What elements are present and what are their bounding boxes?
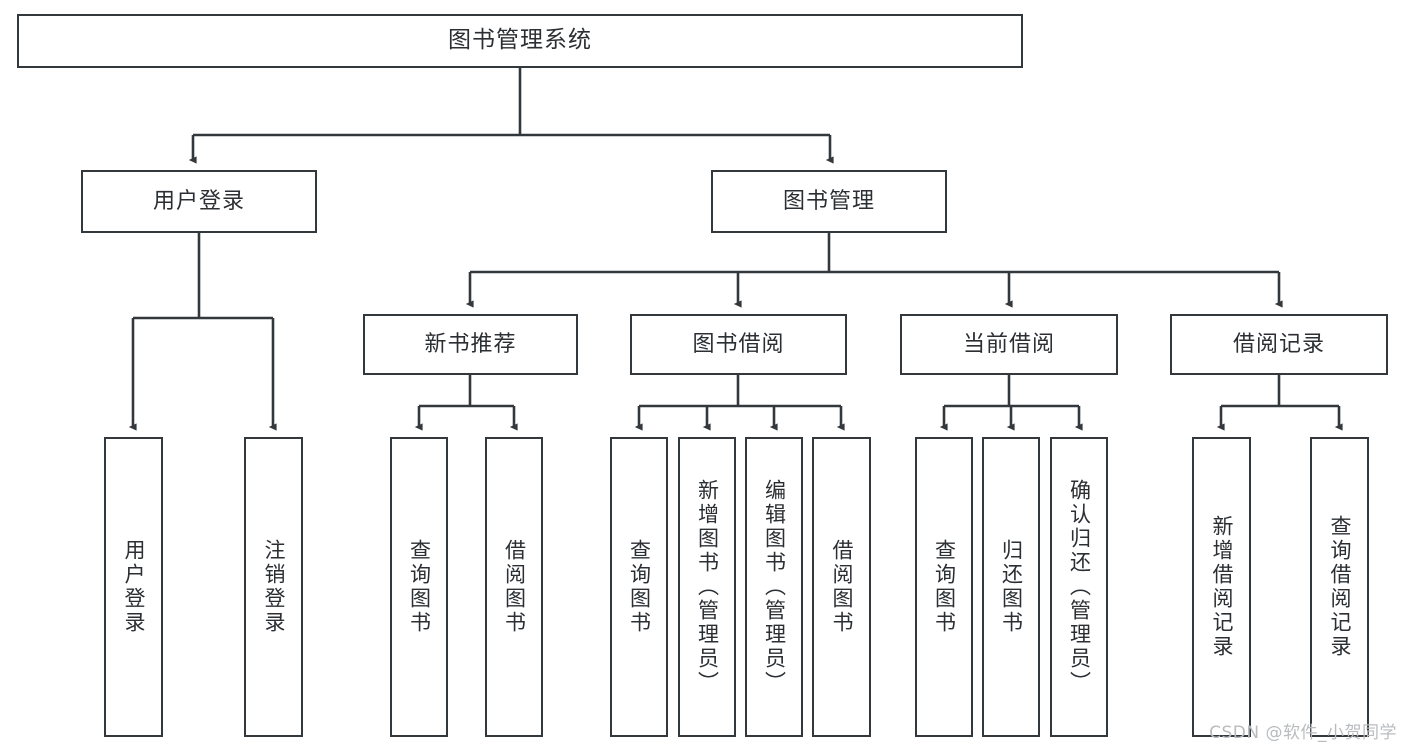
node-label: 当前借阅	[962, 331, 1055, 357]
node-root[interactable]: 图书管理系统	[17, 14, 1023, 68]
leaf-query-book-recommend[interactable]: 查询图书	[390, 437, 448, 737]
node-label: 编辑图书（管理员）	[762, 479, 787, 695]
leaf-query-borrow-record[interactable]: 查询借阅记录	[1310, 437, 1369, 737]
leaf-user-login[interactable]: 用户登录	[104, 437, 163, 737]
leaf-return-book[interactable]: 归还图书	[982, 437, 1040, 737]
leaf-borrow-book-recommend[interactable]: 借阅图书	[485, 437, 543, 737]
node-label: 确认归还（管理员）	[1067, 479, 1092, 695]
node-label: 图书管理	[782, 188, 875, 214]
node-label: 用户登录	[152, 188, 245, 214]
leaf-confirm-return-admin[interactable]: 确认归还（管理员）	[1050, 437, 1108, 737]
node-label: 注销登录	[262, 539, 286, 635]
leaf-edit-book-admin[interactable]: 编辑图书（管理员）	[745, 437, 803, 737]
node-label: 图书管理系统	[448, 27, 592, 54]
node-label: 查询图书	[627, 539, 652, 635]
leaf-query-book-current[interactable]: 查询图书	[915, 437, 973, 737]
leaf-add-book-admin[interactable]: 新增图书（管理员）	[678, 437, 736, 737]
node-book-management[interactable]: 图书管理	[711, 170, 947, 233]
node-label: 借阅记录	[1232, 331, 1325, 357]
node-label: 图书借阅	[692, 331, 785, 357]
node-label: 查询图书	[407, 539, 432, 635]
node-book-borrow[interactable]: 图书借阅	[630, 314, 847, 375]
leaf-query-book-borrow[interactable]: 查询图书	[610, 437, 668, 737]
node-label: 查询图书	[932, 539, 957, 635]
node-label: 新增图书（管理员）	[695, 479, 720, 695]
node-label: 用户登录	[122, 539, 146, 635]
leaf-add-borrow-record[interactable]: 新增借阅记录	[1192, 437, 1251, 737]
watermark: CSDN @软件_小贺同学	[1209, 723, 1397, 743]
node-label: 归还图书	[999, 539, 1024, 635]
node-user-login[interactable]: 用户登录	[81, 170, 317, 233]
node-label: 新书推荐	[424, 331, 517, 357]
node-new-book-recommend[interactable]: 新书推荐	[363, 314, 578, 375]
node-borrow-record[interactable]: 借阅记录	[1170, 314, 1388, 375]
node-label: 新增借阅记录	[1210, 515, 1234, 659]
node-label: 查询借阅记录	[1328, 515, 1352, 659]
leaf-borrow-book[interactable]: 借阅图书	[812, 437, 871, 737]
node-label: 借阅图书	[502, 539, 527, 635]
leaf-logout[interactable]: 注销登录	[244, 437, 303, 737]
node-current-borrow[interactable]: 当前借阅	[900, 314, 1118, 375]
node-label: 借阅图书	[830, 539, 854, 635]
